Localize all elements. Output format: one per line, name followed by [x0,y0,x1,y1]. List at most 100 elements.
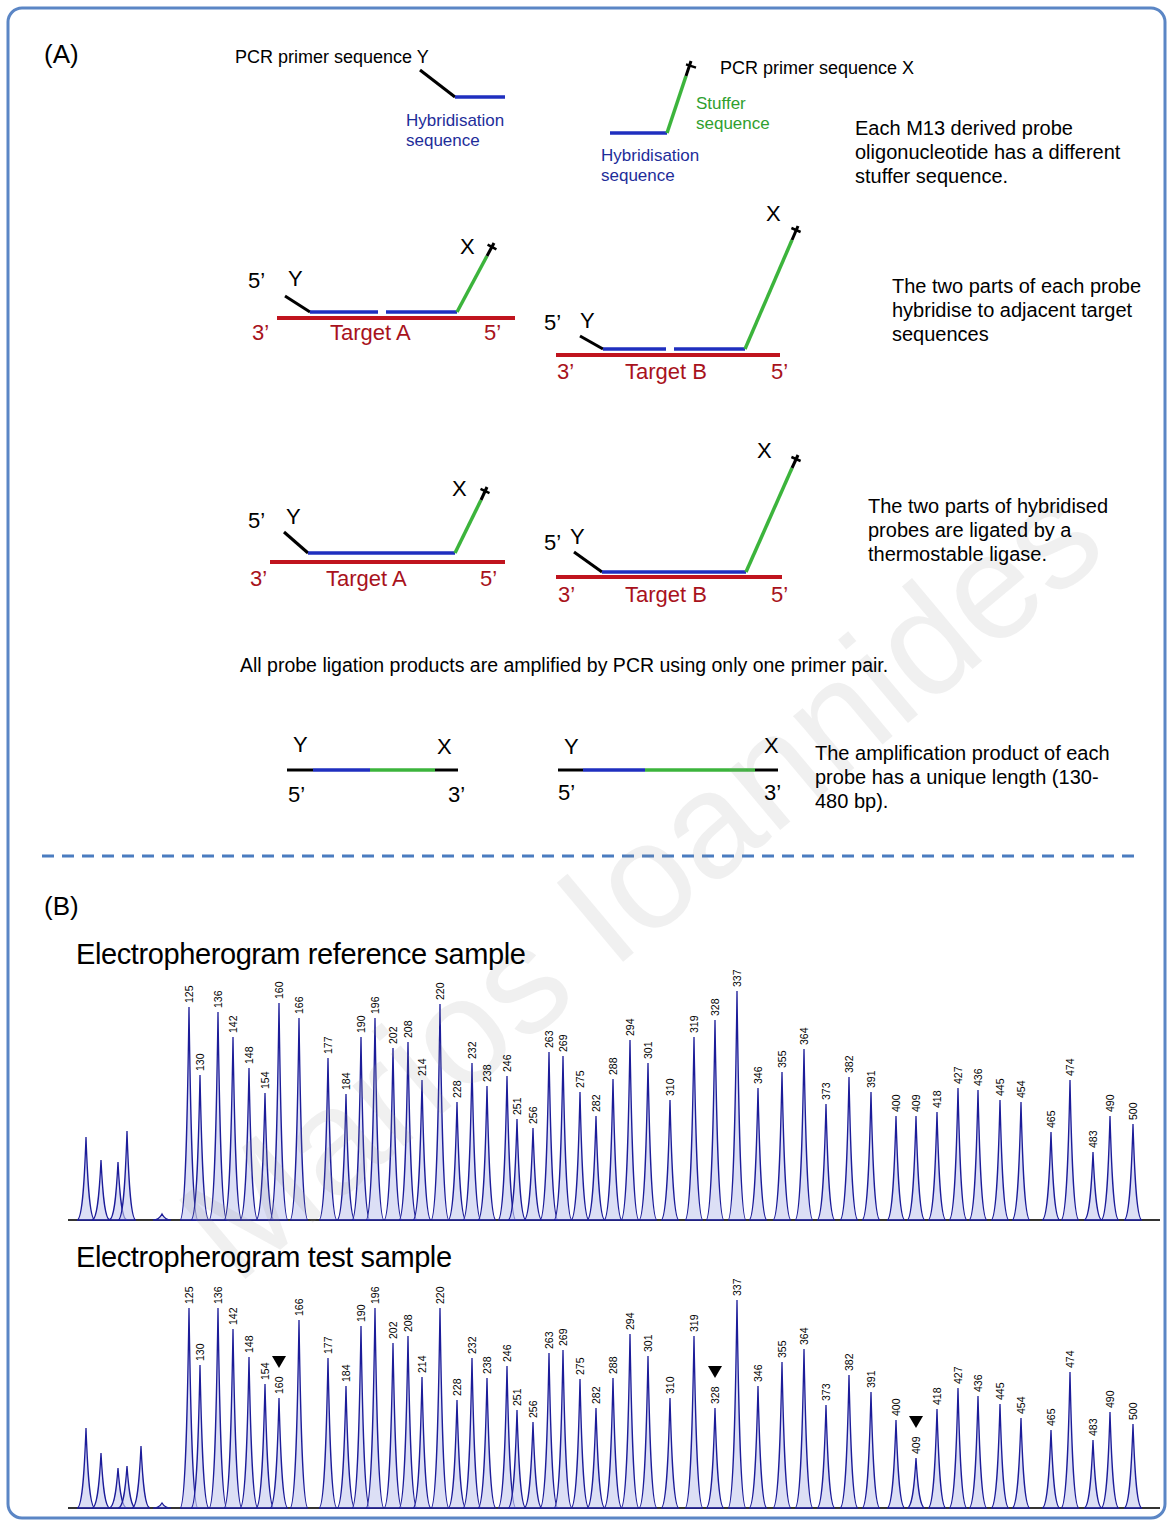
probe-strand [287,769,313,772]
probe-strand [435,769,458,772]
probe-strand [583,768,645,772]
target-label: Target A [330,322,411,344]
deletion-marker [272,1356,923,1428]
step-note: The two parts of each probe hybridise to… [892,274,1142,346]
electropherogram-peak [840,1077,858,1220]
electropherogram-peak [749,1088,767,1220]
probe-strand [746,468,792,572]
peak-size: 328 [710,998,721,1016]
electropherogram-peak [795,1049,813,1220]
peak-size: 232 [467,1041,478,1059]
electropherogram-peak [1042,1430,1060,1508]
probe-strand [420,70,455,97]
strand-label: X [757,440,772,462]
peak-size: 364 [799,1027,810,1045]
peak-size: 337 [732,969,743,987]
peak-size: 294 [625,1018,636,1036]
strand-label: Y [293,734,308,756]
electropherogram-peak [118,1466,136,1508]
primer-label: PCR primer sequence X [720,58,914,79]
peak-size: 142 [228,1307,239,1325]
peak-size: 196 [370,996,381,1014]
peak-size: 355 [777,1340,788,1358]
probe-strand [556,575,782,579]
electropherogram-peak [352,1326,370,1508]
electropherogram-peak [639,1063,657,1220]
strand-label: 5’ [544,532,561,554]
peak-size: 154 [260,1071,271,1089]
probe-strand [791,228,800,232]
peak-size: 409 [911,1094,922,1112]
target-label: 3’ [558,584,575,606]
electropherogram-peak [508,1119,526,1220]
probe-strand [308,551,455,555]
peak-size: 246 [502,1054,513,1072]
peak-size: 319 [689,1015,700,1033]
peak-size: 310 [665,1376,676,1394]
electropherogram-peak [240,1357,258,1508]
peak-size: 214 [417,1355,428,1373]
probe-strand [580,336,603,349]
probe-strand [310,310,378,314]
strand-label: 5’ [544,312,561,334]
panel-letter: (A) [44,40,79,70]
peak-size: 355 [777,1050,788,1068]
peak-size: 382 [844,1353,855,1371]
electropherogram-peak [180,1308,198,1508]
electropherogram-peak [92,1453,110,1508]
electropherogram-peak [907,1116,925,1220]
peak-size: 500 [1128,1102,1139,1120]
target-label: 3’ [250,568,267,590]
peak-size: 391 [866,1370,877,1388]
strand-label: Y [564,736,579,758]
chart-baseline [68,1220,1160,1508]
probe-strand [455,500,481,553]
electropherogram-peak [256,1384,274,1508]
electropherogram-peak [77,1428,95,1508]
probe-strand [556,353,780,357]
electropherogram-peak [366,1308,384,1508]
probe-strand [285,296,310,312]
peak-size: 294 [625,1312,636,1330]
electropherogram-peak [587,1408,605,1508]
step-note: The amplification product of each probe … [815,741,1130,813]
peak-size: 148 [244,1046,255,1064]
step-note: All probe ligation products are amplifie… [240,654,888,676]
electropherogram-peak [399,1336,417,1508]
probe-strand [558,769,583,772]
peak-size: 328 [710,1386,721,1404]
electropherogram-peak [1084,1440,1102,1508]
peak-size: 474 [1065,1350,1076,1368]
electropherogram-peak [969,1090,987,1220]
peak-size: 256 [528,1106,539,1124]
probe-strand [603,347,666,351]
electropherogram-peak [1012,1102,1030,1220]
probe-strand [745,240,792,349]
peak-size: 256 [528,1400,539,1418]
peak-size: 490 [1105,1094,1116,1112]
probe-strand [686,61,691,76]
peak-size: 130 [195,1053,206,1071]
electropherogram-peak [478,1378,496,1508]
electropherogram-peak [928,1409,946,1508]
electropherogram-peak [413,1377,431,1508]
electropherogram-peak [773,1362,791,1508]
probe-strand [277,316,515,320]
electropherogram-peak [621,1040,639,1220]
peak-size: 465 [1046,1408,1057,1426]
peak-size: 418 [932,1387,943,1405]
peak-size: 346 [753,1364,764,1382]
peak-size: 238 [482,1064,493,1082]
peak-size: 202 [388,1026,399,1044]
electropherogram-peak [907,1458,925,1508]
strand-label: 3’ [448,784,465,806]
target-label: Target B [625,361,707,383]
peak-size: 391 [866,1070,877,1088]
peak-size: 454 [1016,1396,1027,1414]
peak-size: 184 [341,1364,352,1382]
peak-size: 136 [213,1286,224,1304]
strand-label: 5’ [248,270,265,292]
peak-size: 483 [1088,1418,1099,1436]
peak-size: 409 [911,1436,922,1454]
peak-size: 310 [665,1078,676,1096]
